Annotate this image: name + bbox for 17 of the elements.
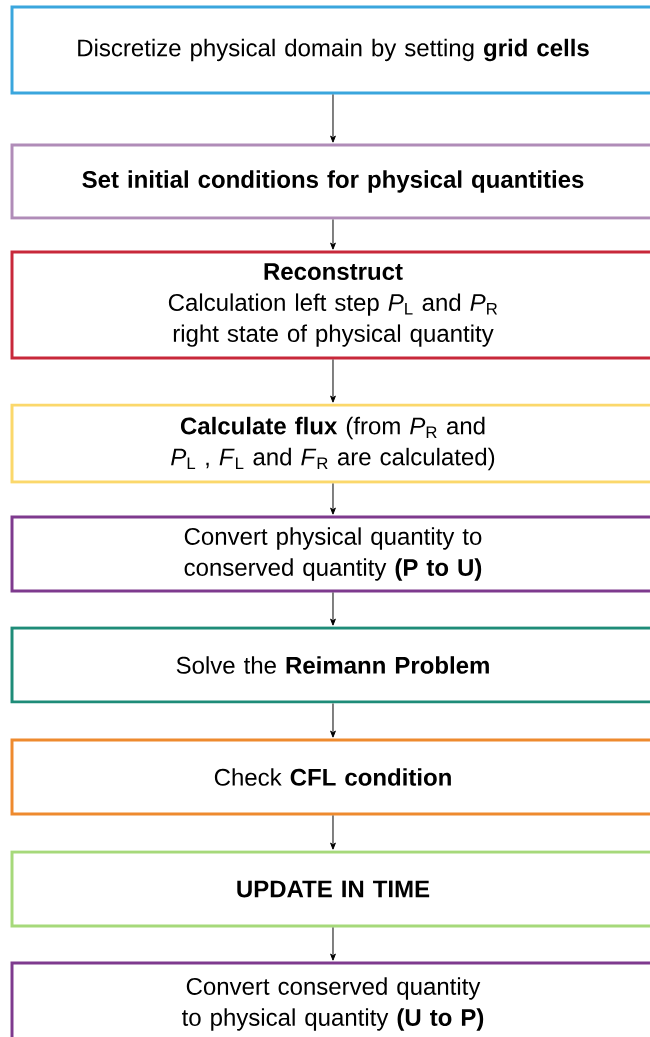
arrow: [330, 359, 336, 403]
process-box: Discretize physical domain by setting grid cells: [10, 5, 650, 95]
process-box: Reconstruct Calculation left step P$_{L}$ and P$_{R}$ right state of physical quantity: [10, 250, 650, 360]
arrow: [330, 592, 336, 626]
process-box: Convert conserved quantity to physical quantity (U to P): [10, 961, 650, 1037]
arrow: [330, 815, 336, 850]
arrow: [330, 94, 336, 143]
arrow: [330, 703, 336, 738]
process-box: Solve the Reimann Problem: [10, 626, 650, 704]
process-box: Convert physical quantity to conserved quantity (P to U): [10, 515, 650, 593]
process-box: UPDATE IN TIME: [10, 850, 650, 928]
process-box: Calculate flux (from P$_{R}$ and P$_{L}$ , F$_{L}$ and F$_{R}$ are calculated): [10, 403, 650, 484]
arrow: [330, 483, 336, 515]
process-box: Set initial conditions for physical quantities: [10, 143, 650, 220]
arrow: [330, 219, 336, 250]
arrow: [330, 927, 336, 961]
process-box: Check CFL condition: [10, 738, 650, 816]
